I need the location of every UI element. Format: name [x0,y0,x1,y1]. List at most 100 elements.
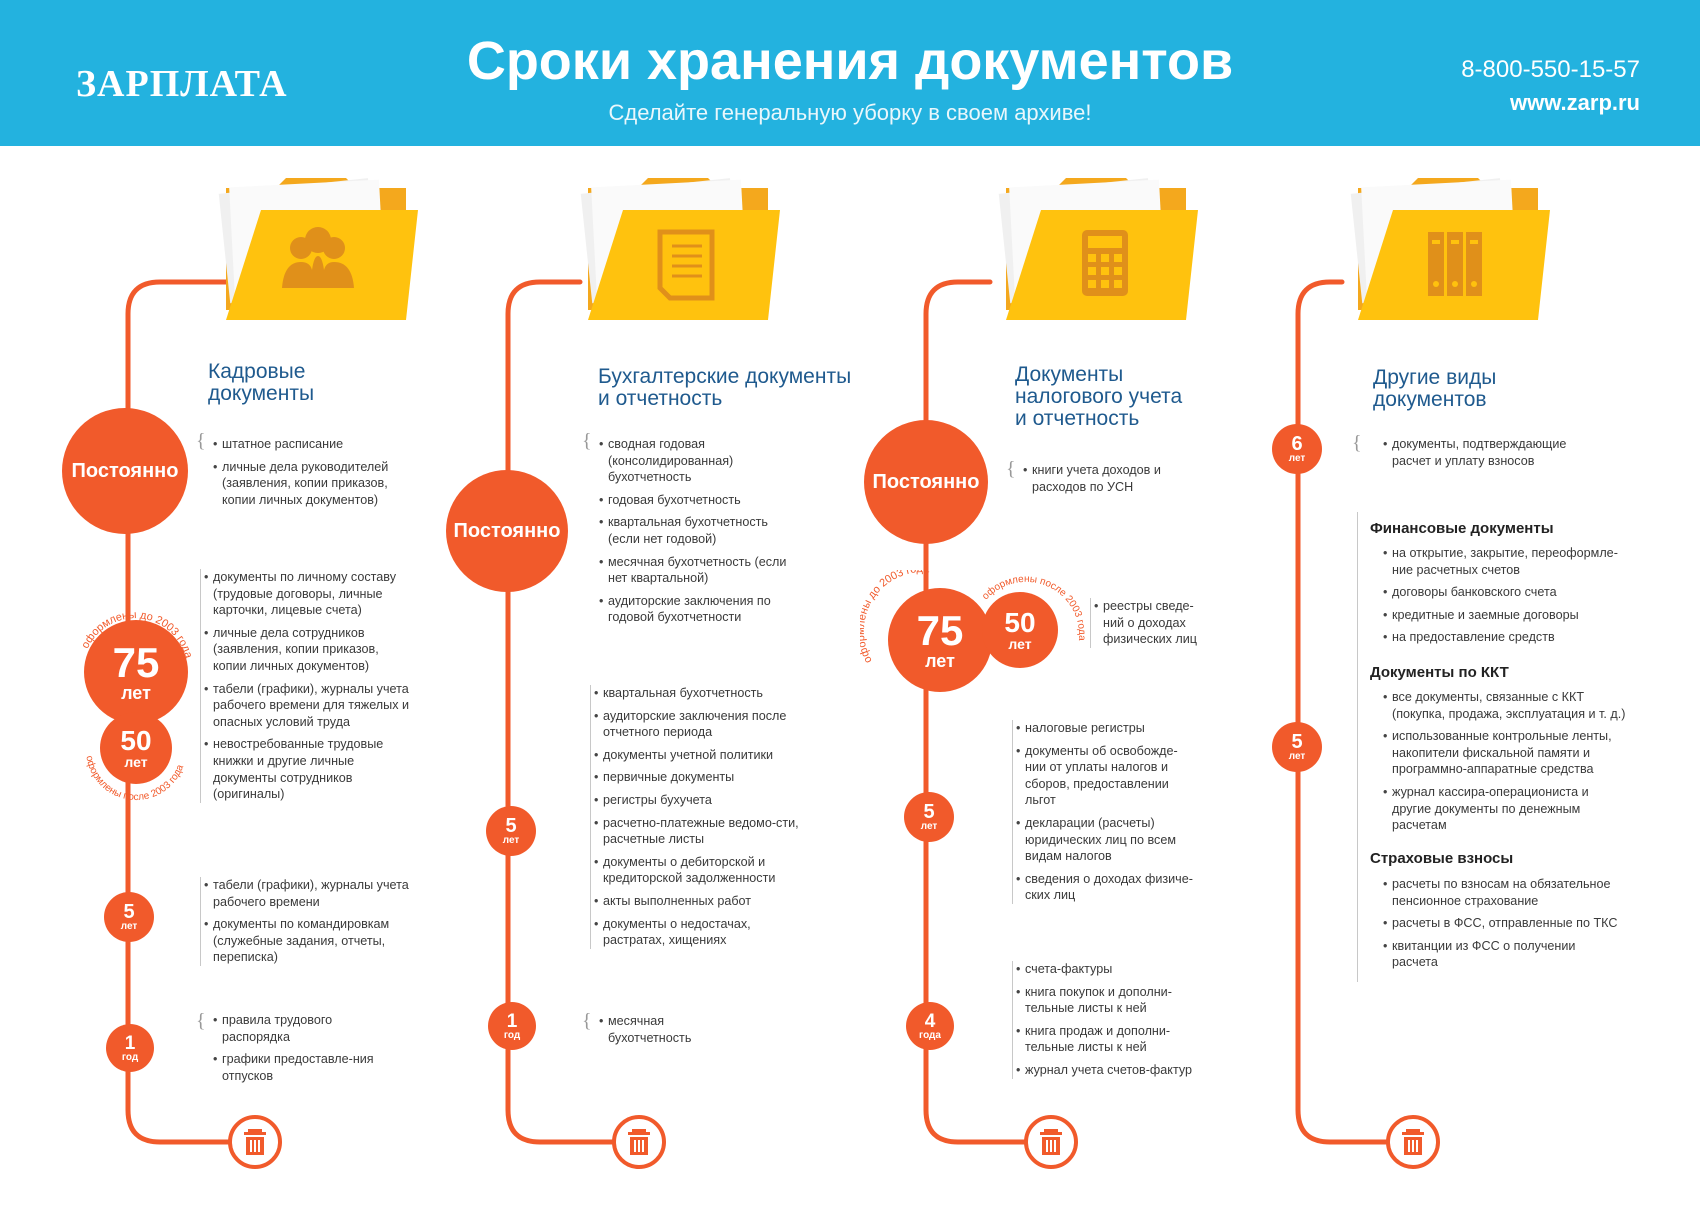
brace: { [1352,432,1362,454]
badge-75-years: 75 лет [84,620,188,724]
logo: ЗАРПЛАТА [76,63,288,105]
arc-after-2003: оформлены после 2003 года [980,574,1087,642]
list-item: аудиторские заключения после отчетного п… [594,708,805,741]
section-insurance-title: Страховые взносы [1370,850,1514,867]
list-item: счета-фактуры [1016,961,1202,978]
list-item: правила трудового распорядка [213,1012,380,1045]
section-financial-title: Финансовые документы [1370,520,1554,537]
list-item: регистры бухучета [594,792,805,809]
list-item: книга продаж и дополни-тельные листы к н… [1016,1023,1202,1056]
calculator-icon [1082,230,1128,296]
binders-icon [1428,232,1482,296]
section-kkt-title: Документы по ККТ [1370,664,1509,681]
list-item: невостребованные трудовые книжки и други… [204,736,415,802]
badge-50-years: 50 лет [982,592,1058,668]
people-icon [282,227,354,288]
badge-4-years: 4 года [906,1002,954,1050]
list-hr-1: правила трудового распорядка графики пре… [210,1012,380,1084]
svg-text:оформлены после 2003 года: оформлены после 2003 года [83,755,186,803]
list-item: расчетно-платежные ведомо-сти, расчетные… [594,815,805,848]
list-hr-permanent: штатное расписание личные дела руководит… [210,436,410,508]
list-item: графики предоставле-ния отпусков [213,1051,380,1084]
list-item: табели (графики), журналы учета рабочего… [204,681,415,731]
list-accounting-permanent: сводная годовая (консолидированная) бухо… [596,436,796,626]
arc-after-2003: оформлены после 2003 года [83,755,186,803]
list-item: книга покупок и дополни-тельные листы к … [1016,984,1202,1017]
list-accounting-1: месячная бухотчетность [596,1013,706,1046]
list-item: на предоставление средств [1383,629,1620,646]
badge-5-years: 5 лет [486,806,536,856]
page-title: Сроки хранения документов [466,31,1234,91]
page-subtitle: Сделайте генеральную уборку в своем архи… [608,100,1092,125]
list-financial: на открытие, закрытие, переоформле-ние р… [1380,545,1620,646]
list-tax-5: налоговые регистры документы об освобожд… [1012,720,1197,904]
list-item: документы, подтверждающие расчет и уплат… [1383,436,1590,469]
list-accounting-5: квартальная бухотчетность аудиторские за… [590,685,805,949]
list-item: декларации (расчеты) юридических лиц по … [1016,815,1197,865]
document-folder-icon [580,178,780,320]
list-item: журнал кассира-операциониста и другие до… [1383,784,1630,834]
list-item: расчеты в ФСС, отправленные по ТКС [1383,915,1620,932]
list-hr-75: документы по личному составу (трудовые д… [200,569,415,803]
binders-folder-icon [1350,178,1550,320]
svg-text:оформлены после 2003 года: оформлены после 2003 года [980,574,1087,642]
list-item: документы учетной политики [594,747,805,764]
list-item: документы о дебиторской и кредиторской з… [594,854,805,887]
list-item: месячная бухотчетность [599,1013,706,1046]
badge-6-years: 6 лет [1272,424,1322,474]
list-item: реестры сведе-ний о доходах физических л… [1094,598,1210,648]
calculator-folder-icon [998,178,1198,320]
list-item: на открытие, закрытие, переоформле-ние р… [1383,545,1620,578]
list-item: квартальная бухотчетность (если нет годо… [599,514,796,547]
document-icon [657,229,715,301]
list-item: все документы, связанные с ККТ (покупка,… [1383,689,1630,722]
badge-permanent: Постоянно [864,420,988,544]
list-item: сведения о доходах физиче-ских лиц [1016,871,1197,904]
trash-icon [612,1115,666,1169]
list-other-6: документы, подтверждающие расчет и уплат… [1380,436,1590,469]
badge-1-year: 1 год [488,1002,536,1050]
list-item: документы по командировкам (служебные за… [204,916,410,966]
list-item: договоры банковского счета [1383,584,1620,601]
brace: { [196,430,206,452]
divider [1357,512,1358,982]
list-insurance: расчеты по взносам на обязательное пенси… [1380,876,1620,971]
list-item: документы по личному составу (трудовые д… [204,569,415,619]
list-tax-permanent: книги учета доходов и расходов по УСН [1020,462,1180,495]
badge-5-years: 5 лет [904,792,954,842]
website-link[interactable]: www.zarp.ru [1510,90,1640,115]
list-item: штатное расписание [213,436,410,453]
brace: { [196,1010,206,1032]
list-hr-5: табели (графики), журналы учета рабочего… [200,877,410,966]
list-item: квитанции из ФСС о получении расчета [1383,938,1620,971]
list-tax-75: реестры сведе-ний о доходах физических л… [1090,598,1210,648]
brace: { [582,1010,592,1032]
list-item: личные дела сотрудников (заявления, копи… [204,625,415,675]
list-item: расчеты по взносам на обязательное пенси… [1383,876,1620,909]
list-item: кредитные и заемные договоры [1383,607,1620,624]
list-kkt: все документы, связанные с ККТ (покупка,… [1380,689,1630,834]
trash-icon [1024,1115,1078,1169]
list-tax-4: счета-фактуры книга покупок и дополни-те… [1012,961,1202,1079]
trash-icon [1386,1115,1440,1169]
list-item: годовая бухотчетность [599,492,796,509]
list-item: личные дела руководителей (заявления, ко… [213,459,410,509]
badge-5-years: 5 лет [104,892,154,942]
list-item: журнал учета счетов-фактур [1016,1062,1202,1079]
list-item: налоговые регистры [1016,720,1197,737]
list-item: аудиторские заключения по годовой бухотч… [599,593,796,626]
badge-5-years: 5 лет [1272,722,1322,772]
list-item: документы об освобожде-нии от уплаты нал… [1016,743,1197,809]
list-item: месячная бухотчетность (если нет квартал… [599,554,796,587]
list-item: акты выполненных работ [594,893,805,910]
people-folder-icon [218,178,418,320]
list-item: использованные контрольные ленты, накопи… [1383,728,1630,778]
phone-number[interactable]: 8-800-550-15-57 [1461,56,1640,83]
list-item: табели (графики), журналы учета рабочего… [204,877,410,910]
header-banner: ЗАРПЛАТА Сроки хранения документов Сдела… [0,0,1700,146]
